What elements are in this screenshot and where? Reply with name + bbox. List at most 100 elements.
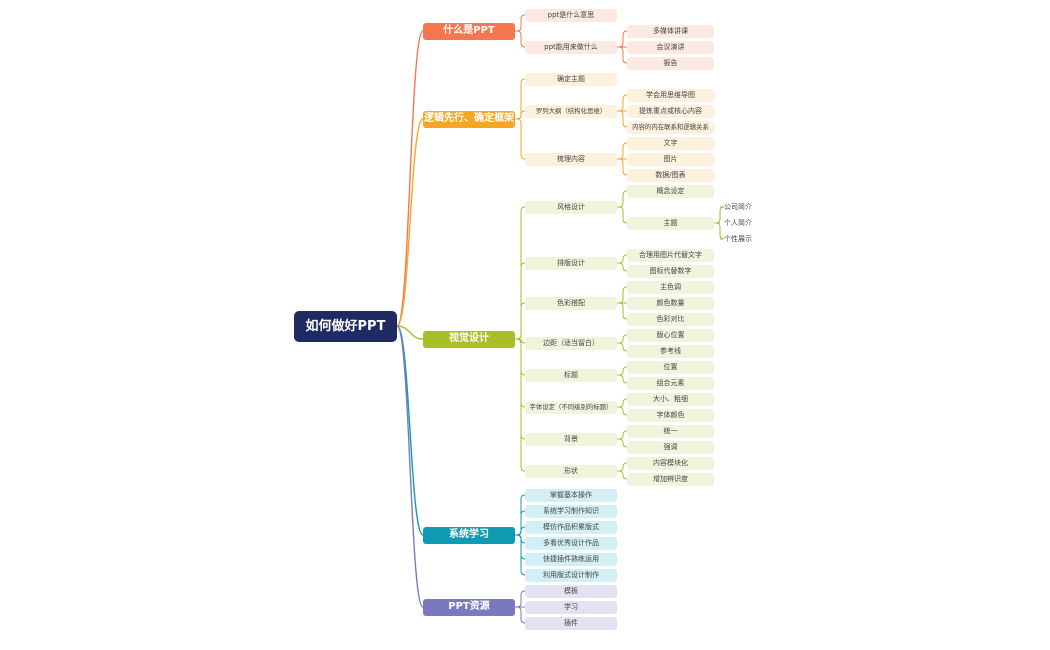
sub-link (515, 510, 526, 536)
topic-node[interactable]: 风格设计 (525, 200, 617, 214)
leaf-node[interactable]: 个人简介 (724, 218, 752, 227)
branch-link (396, 30, 424, 327)
topic-node[interactable]: 快捷插件熟练运用 (525, 552, 617, 566)
sub-link (515, 30, 526, 48)
topic-node[interactable]: 边距（适当留白） (525, 336, 617, 350)
detail-node[interactable]: 版心位置 (627, 328, 714, 342)
detail-node[interactable]: 内容的内在联系和逻辑关系 (627, 120, 714, 134)
detail-link (617, 110, 628, 128)
detail-link (617, 374, 628, 384)
detail-link (617, 430, 628, 440)
topic-node[interactable]: 掌握基本操作 (525, 488, 617, 502)
branch-node[interactable]: 逻辑先行、确定框架 (423, 110, 515, 128)
sub-link (515, 78, 526, 120)
detail-link (617, 438, 628, 448)
sub-link (515, 534, 526, 576)
detail-link (617, 30, 628, 48)
detail-link (617, 206, 628, 224)
detail-node[interactable]: 概念设定 (627, 184, 714, 198)
detail-link (617, 462, 628, 472)
detail-node[interactable]: 主题 (627, 216, 714, 230)
sub-link (515, 338, 526, 408)
sub-link (515, 262, 526, 340)
detail-link (617, 142, 628, 160)
detail-node[interactable]: 多媒体讲课 (627, 24, 714, 38)
branch-node[interactable]: 视觉设计 (423, 330, 515, 348)
branch-node[interactable]: 系统学习 (423, 526, 515, 544)
topic-node[interactable]: 系统学习制作知识 (525, 504, 617, 518)
detail-node[interactable]: 颜色数量 (627, 296, 714, 310)
branch-node[interactable]: PPT资源 (423, 598, 515, 616)
topic-node[interactable]: ppt是什么意思 (525, 8, 617, 22)
topic-node[interactable]: 形状 (525, 464, 617, 478)
detail-link (617, 302, 628, 320)
leaf-link (714, 222, 725, 240)
sub-link (515, 606, 526, 624)
detail-node[interactable]: 位置 (627, 360, 714, 374)
detail-link (617, 334, 628, 344)
sub-link (515, 338, 526, 472)
detail-node[interactable]: 统一 (627, 424, 714, 438)
sub-link (515, 110, 526, 120)
detail-link (617, 342, 628, 352)
detail-node[interactable]: 大小、粗细 (627, 392, 714, 406)
topic-node[interactable]: 字体设定（不同级别的标题） (525, 400, 617, 414)
detail-node[interactable]: 内容模块化 (627, 456, 714, 470)
detail-node[interactable]: 增加辨识度 (627, 472, 714, 486)
branch-link (396, 325, 424, 536)
sub-link (515, 206, 526, 340)
detail-node[interactable]: 会议演讲 (627, 40, 714, 54)
sub-link (515, 118, 526, 160)
leaf-node[interactable]: 个性展示 (724, 234, 752, 243)
topic-node[interactable]: 多看优秀设计作品 (525, 536, 617, 550)
branch-link (396, 325, 424, 608)
detail-node[interactable]: 数据/图表 (627, 168, 714, 182)
detail-link (617, 94, 628, 112)
sub-link (515, 590, 526, 608)
branch-link (396, 325, 424, 340)
topic-node[interactable]: 排版设计 (525, 256, 617, 270)
detail-node[interactable]: 报告 (627, 56, 714, 70)
detail-node[interactable]: 提炼重点或核心内容 (627, 104, 714, 118)
topic-node[interactable]: 插件 (525, 616, 617, 630)
sub-link (515, 338, 526, 376)
detail-link (617, 158, 628, 176)
detail-node[interactable]: 文字 (627, 136, 714, 150)
detail-node[interactable]: 色彩对比 (627, 312, 714, 326)
topic-node[interactable]: 确定主题 (525, 72, 617, 86)
detail-node[interactable]: 合理用图片代替文字 (627, 248, 714, 262)
root-node[interactable]: 如何做好PPT (294, 310, 397, 342)
detail-node[interactable]: 强调 (627, 440, 714, 454)
detail-link (617, 254, 628, 264)
detail-node[interactable]: 参考线 (627, 344, 714, 358)
topic-node[interactable]: 模仿作品积累版式 (525, 520, 617, 534)
detail-link (617, 190, 628, 208)
sub-link (515, 526, 526, 536)
detail-node[interactable]: 学会用思维导图 (627, 88, 714, 102)
detail-node[interactable]: 图标代替数字 (627, 264, 714, 278)
detail-node[interactable]: 图片 (627, 152, 714, 166)
detail-node[interactable]: 主色调 (627, 280, 714, 294)
detail-link (617, 470, 628, 480)
topic-node[interactable]: 标题 (525, 368, 617, 382)
topic-node[interactable]: 背景 (525, 432, 617, 446)
detail-node[interactable]: 组合元素 (627, 376, 714, 390)
sub-link (515, 338, 526, 440)
sub-link (515, 494, 526, 536)
detail-node[interactable]: 字体颜色 (627, 408, 714, 422)
detail-link (617, 286, 628, 304)
sub-link (515, 14, 526, 32)
topic-node[interactable]: ppt能用来做什么 (525, 40, 617, 54)
detail-link (617, 262, 628, 272)
branch-link (396, 118, 424, 327)
topic-node[interactable]: 色彩搭配 (525, 296, 617, 310)
topic-node[interactable]: 罗列大纲（结构化思维） (525, 104, 617, 118)
sub-link (515, 302, 526, 340)
topic-node[interactable]: 学习 (525, 600, 617, 614)
topic-node[interactable]: 模板 (525, 584, 617, 598)
leaf-node[interactable]: 公司简介 (724, 202, 752, 211)
topic-node[interactable]: 梳理内容 (525, 152, 617, 166)
branch-node[interactable]: 什么是PPT (423, 22, 515, 40)
detail-link (617, 46, 628, 64)
topic-node[interactable]: 利用版式设计制作 (525, 568, 617, 582)
